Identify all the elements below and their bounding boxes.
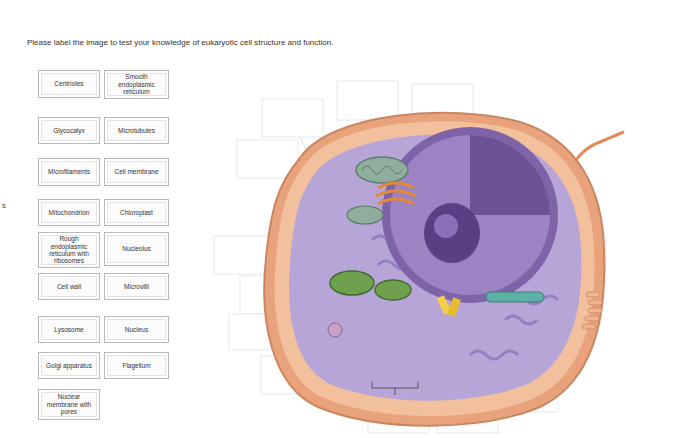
tile-text: Cell wall bbox=[53, 283, 85, 290]
label-tile: Nucleus bbox=[104, 316, 169, 343]
label-tile: Microvilli bbox=[104, 273, 169, 300]
tile-text: Glycocalyx bbox=[49, 127, 88, 134]
tile-text: Cell membrane bbox=[110, 168, 162, 175]
label-tile: Chloroplast bbox=[104, 199, 169, 226]
tile-text: Microtubules bbox=[114, 127, 159, 134]
tile-text: Nuclear membrane with pores bbox=[39, 393, 99, 415]
edge-fragment: s bbox=[2, 201, 6, 210]
label-tile: Glycocalyx bbox=[38, 117, 100, 144]
label-tile: Microtubules bbox=[104, 117, 169, 144]
label-tile: Rough endoplasmic reticulum with ribosom… bbox=[38, 232, 100, 268]
tile-text: Nucleolus bbox=[118, 245, 155, 252]
tile-text: Nucleus bbox=[121, 326, 152, 333]
instruction-title: Please label the image to test your know… bbox=[27, 38, 333, 47]
tile-text: Golgi apparatus bbox=[42, 362, 96, 369]
label-tile: Nuclear membrane with pores bbox=[38, 389, 100, 420]
tile-text: Smooth endoplasmic reticulum bbox=[105, 73, 168, 95]
label-tile: Lysosome bbox=[38, 316, 100, 343]
label-tile: Cell wall bbox=[38, 273, 100, 300]
label-tile: Smooth endoplasmic reticulum bbox=[104, 70, 169, 99]
tile-text: Chloroplast bbox=[116, 209, 157, 216]
label-tile: Cell membrane bbox=[104, 158, 169, 186]
label-tile: Microfilaments bbox=[38, 158, 100, 186]
tile-text: Flagellum bbox=[118, 362, 154, 369]
label-tile: Nucleolus bbox=[104, 232, 169, 266]
tile-text: Centrioles bbox=[50, 80, 87, 87]
tile-text: Microfilaments bbox=[44, 168, 94, 175]
tile-text: Microvilli bbox=[120, 283, 153, 290]
answer-boxes bbox=[214, 81, 606, 433]
label-tile: Golgi apparatus bbox=[38, 352, 100, 379]
tile-text: Mitochondrion bbox=[45, 209, 94, 216]
label-tile: Mitochondrion bbox=[38, 199, 100, 226]
tile-text: Lysosome bbox=[50, 326, 87, 333]
label-tile: Flagellum bbox=[104, 352, 169, 379]
tile-text: Rough endoplasmic reticulum with ribosom… bbox=[39, 235, 99, 265]
label-tile: Centrioles bbox=[38, 70, 100, 98]
